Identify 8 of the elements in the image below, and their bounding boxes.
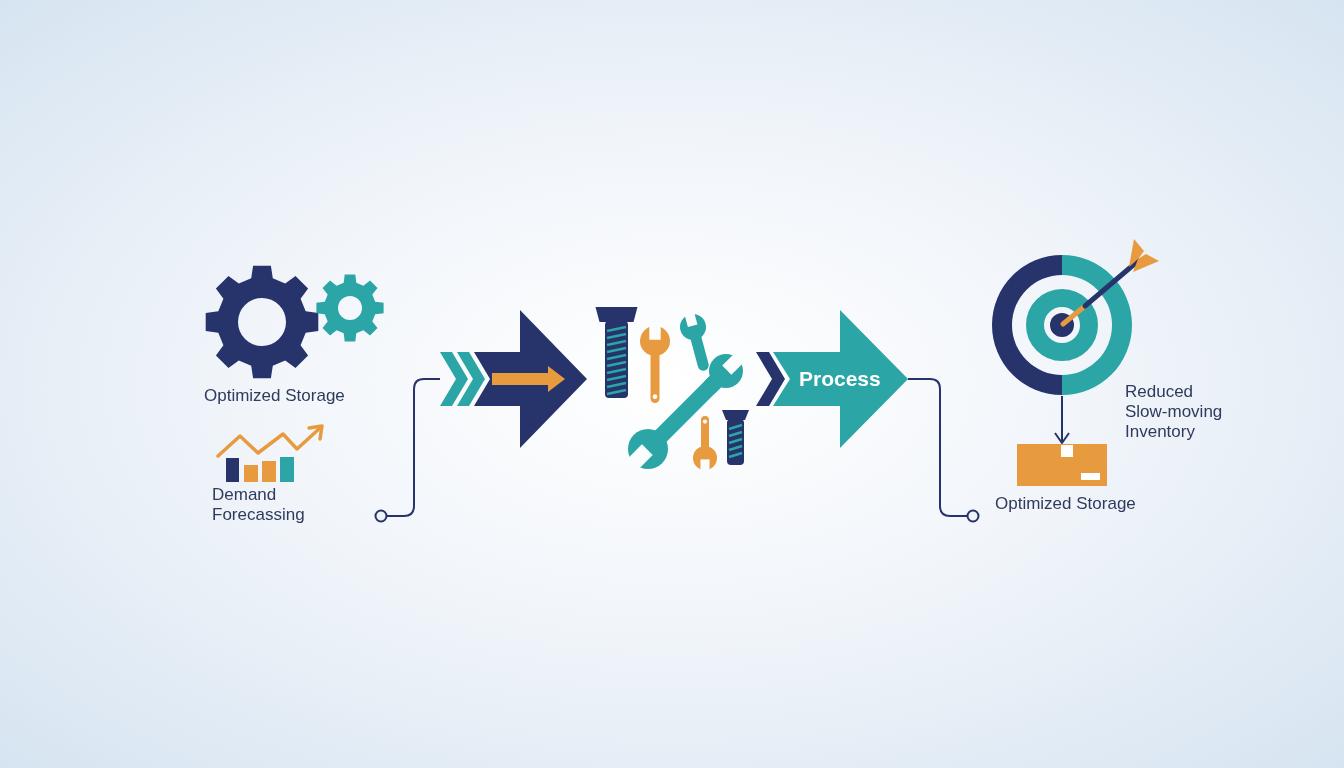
icon-label: Reduced Slow-moving Inventory [1125, 382, 1224, 442]
connector-line [907, 378, 980, 523]
arrow [1054, 395, 1070, 444]
icon-label: Optimized Storage [995, 494, 1137, 514]
arrow-label: Process [799, 366, 881, 392]
icon-label: Demand Forecassing [212, 485, 306, 525]
chevron-arrow-drawing [440, 310, 588, 448]
icon-label: Optimized Storage [204, 386, 346, 406]
